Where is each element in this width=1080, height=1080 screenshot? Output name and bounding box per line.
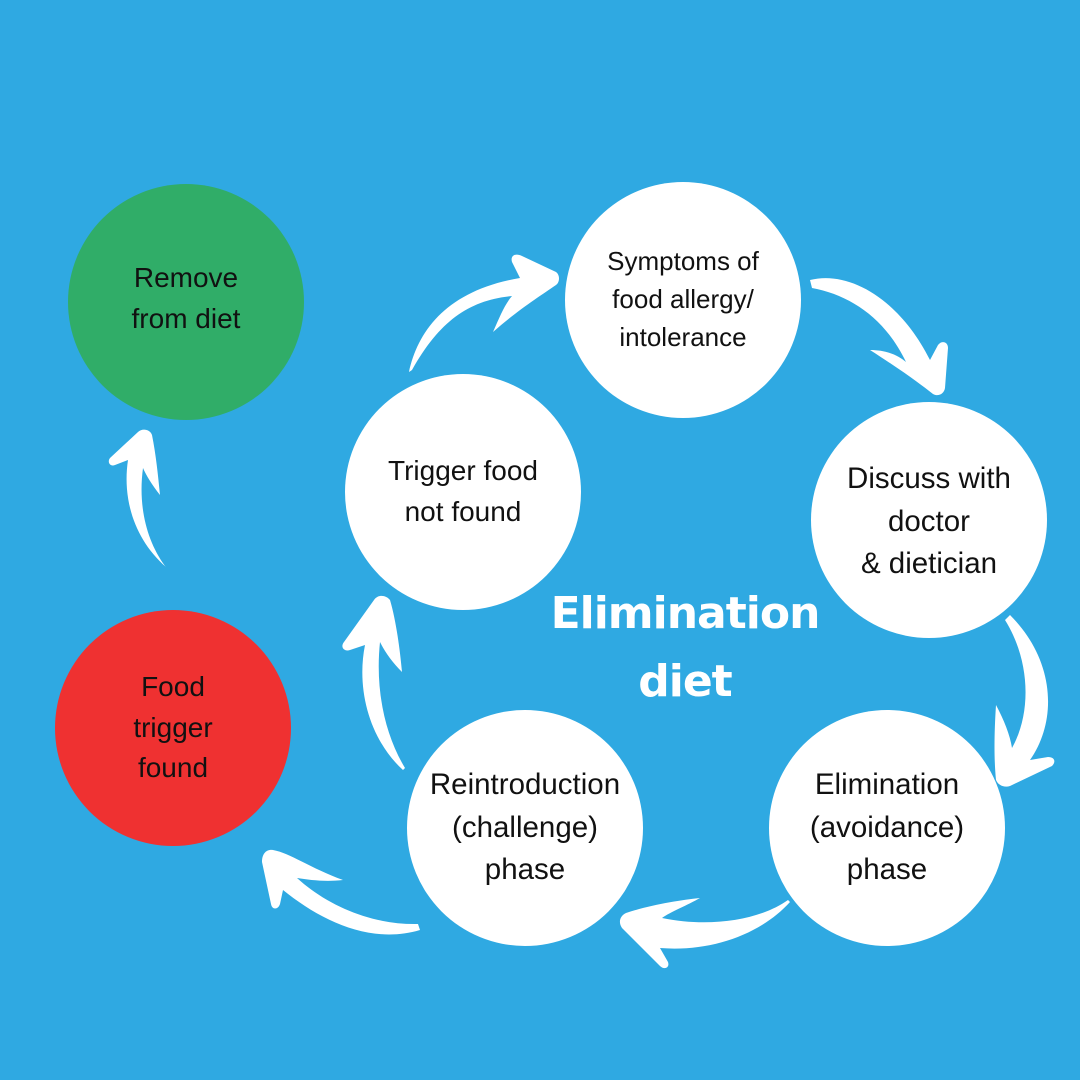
title-line-2: diet xyxy=(638,656,732,708)
node-food-trigger-found: Food trigger found xyxy=(55,610,291,846)
diagram-title: Elimination diet xyxy=(540,580,830,716)
node-remove-label: Remove from diet xyxy=(131,262,241,334)
node-symptoms: Symptoms of food allergy/ intolerance xyxy=(565,182,801,418)
arrow-reintroduction-to-not-found xyxy=(342,595,405,770)
arrow-elimination-to-reintroduction xyxy=(619,898,790,969)
arrow-symptoms-to-discuss xyxy=(810,278,948,396)
node-discuss-label: Discuss with doctor & dietician xyxy=(847,461,1011,581)
node-elimination-label: Elimination (avoidance) phase xyxy=(809,767,965,887)
arrow-found-to-remove xyxy=(108,429,166,567)
node-remove-from-diet: Remove from diet xyxy=(68,184,304,420)
arrow-reintroduction-to-found xyxy=(262,849,420,935)
arrow-discuss-to-elimination xyxy=(994,615,1055,787)
node-trigger-not-found: Trigger food not found xyxy=(345,374,581,610)
node-reintroduction-label: Reintroduction (challenge) phase xyxy=(429,767,621,887)
node-reintroduction-phase: Reintroduction (challenge) phase xyxy=(407,710,643,946)
node-symptoms-label: Symptoms of food allergy/ intolerance xyxy=(607,246,759,352)
node-not-found-label: Trigger food not found xyxy=(388,455,538,527)
node-discuss: Discuss with doctor & dietician xyxy=(811,402,1047,638)
node-elimination-phase: Elimination (avoidance) phase xyxy=(769,710,1005,946)
arrow-not-found-to-symptoms xyxy=(409,254,559,372)
title-line-1: Elimination xyxy=(550,588,821,639)
node-found-label: Food trigger found xyxy=(133,671,213,784)
